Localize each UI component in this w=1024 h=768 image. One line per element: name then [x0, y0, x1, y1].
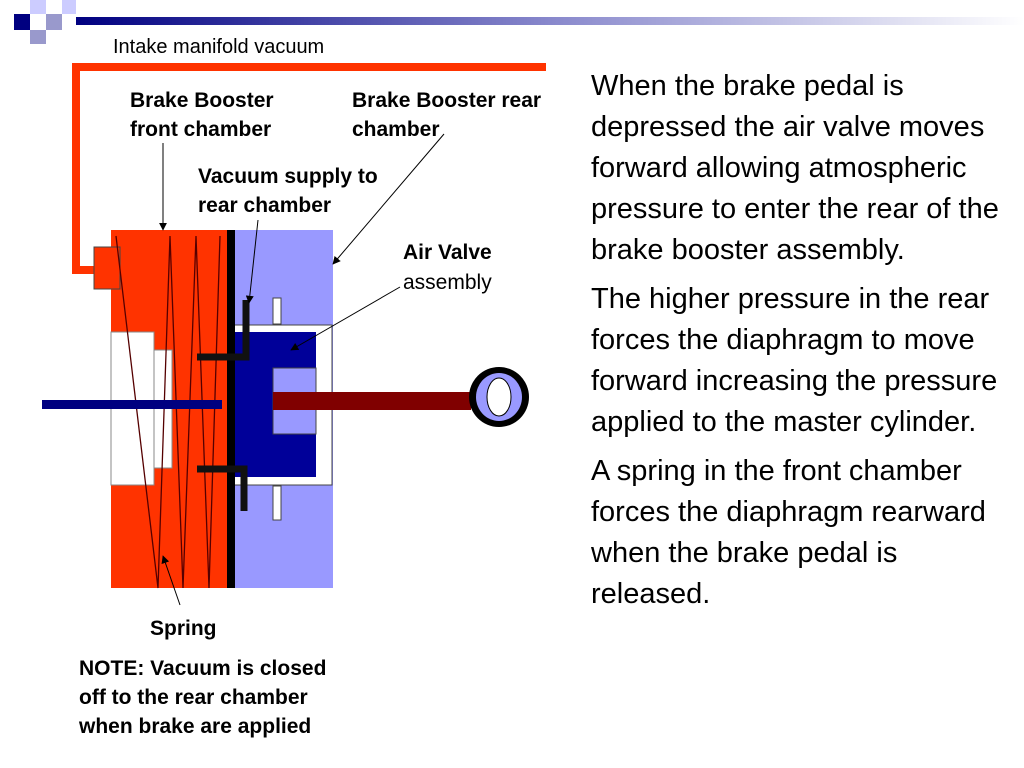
- rear-white-slot-top: [272, 297, 282, 325]
- diaphragm: [227, 230, 235, 588]
- vacuum-passage-bottom: [197, 465, 248, 511]
- vacuum-passage-top: [197, 300, 250, 361]
- intake-vacuum-hose: [72, 63, 546, 274]
- intake-label: Intake manifold vacuum: [113, 36, 325, 58]
- paragraph-2: The higher pressure in the rear forces t…: [591, 283, 998, 438]
- spring: [115, 235, 221, 589]
- pedal-eye-hole: [486, 377, 512, 417]
- rear-chamber-label: Brake Booster rear chamber: [352, 89, 542, 141]
- front-chamber-label: Brake Booster front chamber: [130, 89, 274, 141]
- spring-label: Spring: [150, 617, 217, 640]
- paragraph-3: A spring in the front chamber forces the…: [591, 455, 986, 610]
- explanation-text: When the brake pedal is depressed the ai…: [591, 66, 1016, 623]
- slide-header-decoration: [14, 0, 1024, 44]
- rear-white-slot-bottom: [272, 485, 282, 521]
- rear-chamber-leader: [332, 133, 445, 265]
- paragraph-1: When the brake pedal is depressed the ai…: [591, 70, 999, 266]
- note-label: NOTE: Vacuum is closed off to the rear c…: [79, 657, 327, 738]
- air-valve-label: Air Valve: [403, 241, 492, 264]
- air-valve-leader: [290, 286, 401, 351]
- air-valve-sub-label: assembly: [403, 271, 492, 294]
- hose-fitting: [93, 246, 121, 290]
- push-rod: [273, 392, 471, 410]
- vacuum-supply-leader: [245, 219, 259, 304]
- spring-leader: [161, 555, 181, 606]
- master-cylinder-rod: [42, 400, 222, 409]
- vacuum-supply-label: Vacuum supply to rear chamber: [198, 165, 378, 217]
